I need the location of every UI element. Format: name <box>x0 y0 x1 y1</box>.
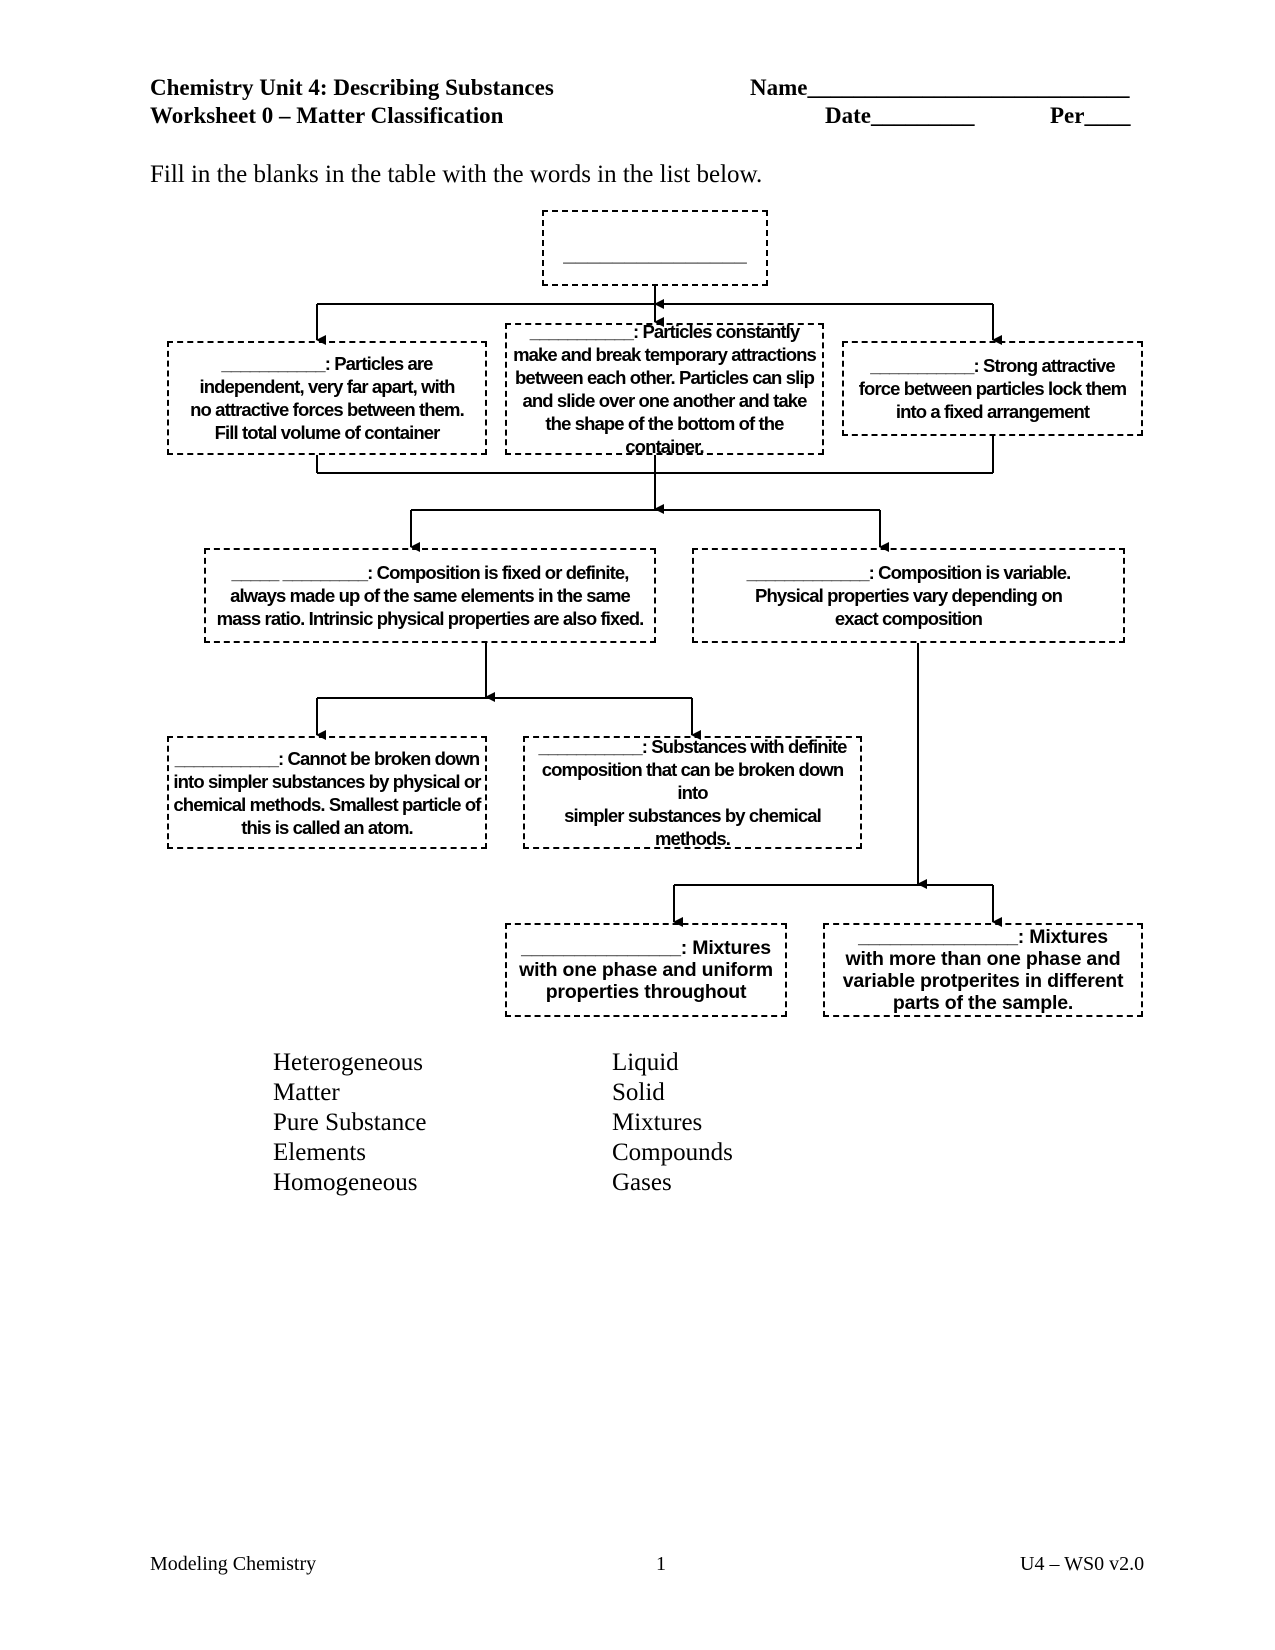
word-item: Heterogeneous <box>273 1049 423 1076</box>
word-item: Pure Substance <box>273 1109 427 1136</box>
pure-substance-text: _____ _________: Composition is fixed or… <box>216 562 645 629</box>
compound-box: ___________: Substances with definite co… <box>523 736 862 849</box>
matter-blank[interactable]: _______________ <box>563 241 747 266</box>
unit-title: Chemistry Unit 4: Describing Substances <box>150 75 554 100</box>
footer-right: U4 – WS0 v2.0 <box>1020 1553 1145 1575</box>
word-item: Mixtures <box>612 1109 703 1136</box>
word-item: Homogeneous <box>273 1169 418 1196</box>
word-item: Gases <box>612 1169 672 1196</box>
solid-box: ___________: Strong attractive force bet… <box>842 341 1143 436</box>
gas-box-text: ___________: Particles are independent, … <box>190 353 465 443</box>
solid-box-text: ___________: Strong attractive force bet… <box>858 355 1127 422</box>
element-box: ___________: Cannot be broken down into … <box>167 736 487 849</box>
homogeneous-text: _______________: Mixtures with one phase… <box>519 937 773 1003</box>
footer-left: Modeling Chemistry <box>150 1553 317 1575</box>
word-item: Solid <box>612 1079 665 1106</box>
mixture-box: _____________: Composition is variable. … <box>692 548 1125 643</box>
date-field[interactable]: Date_________ <box>825 103 975 128</box>
instructions: Fill in the blanks in the table with the… <box>150 161 763 188</box>
pure-substance-box: _____ _________: Composition is fixed or… <box>204 548 656 643</box>
heterogeneous-text: _______________: Mixtures with more than… <box>842 926 1124 1014</box>
word-item: Elements <box>273 1139 367 1166</box>
compound-text: ___________: Substances with definite co… <box>538 736 847 849</box>
element-text: ___________: Cannot be broken down into … <box>173 747 481 838</box>
liquid-box-text: ___________: Particles constantly make a… <box>513 321 817 457</box>
per-field[interactable]: Per____ <box>1050 103 1131 128</box>
word-bank-column-1: Heterogeneous Matter Pure Substance Elem… <box>273 1048 426 1198</box>
gas-box: ___________: Particles are independent, … <box>167 341 487 455</box>
heterogeneous-box: _______________: Mixtures with more than… <box>823 923 1143 1017</box>
homogeneous-box: _______________: Mixtures with one phase… <box>505 923 787 1017</box>
word-item: Liquid <box>612 1049 679 1076</box>
liquid-box: ___________: Particles constantly make a… <box>505 321 824 457</box>
matter-box: _______________ <box>542 210 768 286</box>
word-item: Compounds <box>612 1139 733 1166</box>
mixture-text: _____________: Composition is variable. … <box>746 562 1072 629</box>
word-bank-column-2: Liquid Solid Mixtures Compounds Gases <box>612 1048 733 1198</box>
worksheet-title: Worksheet 0 – Matter Classification <box>150 103 504 128</box>
footer-page-number: 1 <box>656 1553 666 1575</box>
name-field[interactable]: Name____________________________ <box>750 75 1130 100</box>
word-item: Matter <box>273 1079 340 1106</box>
